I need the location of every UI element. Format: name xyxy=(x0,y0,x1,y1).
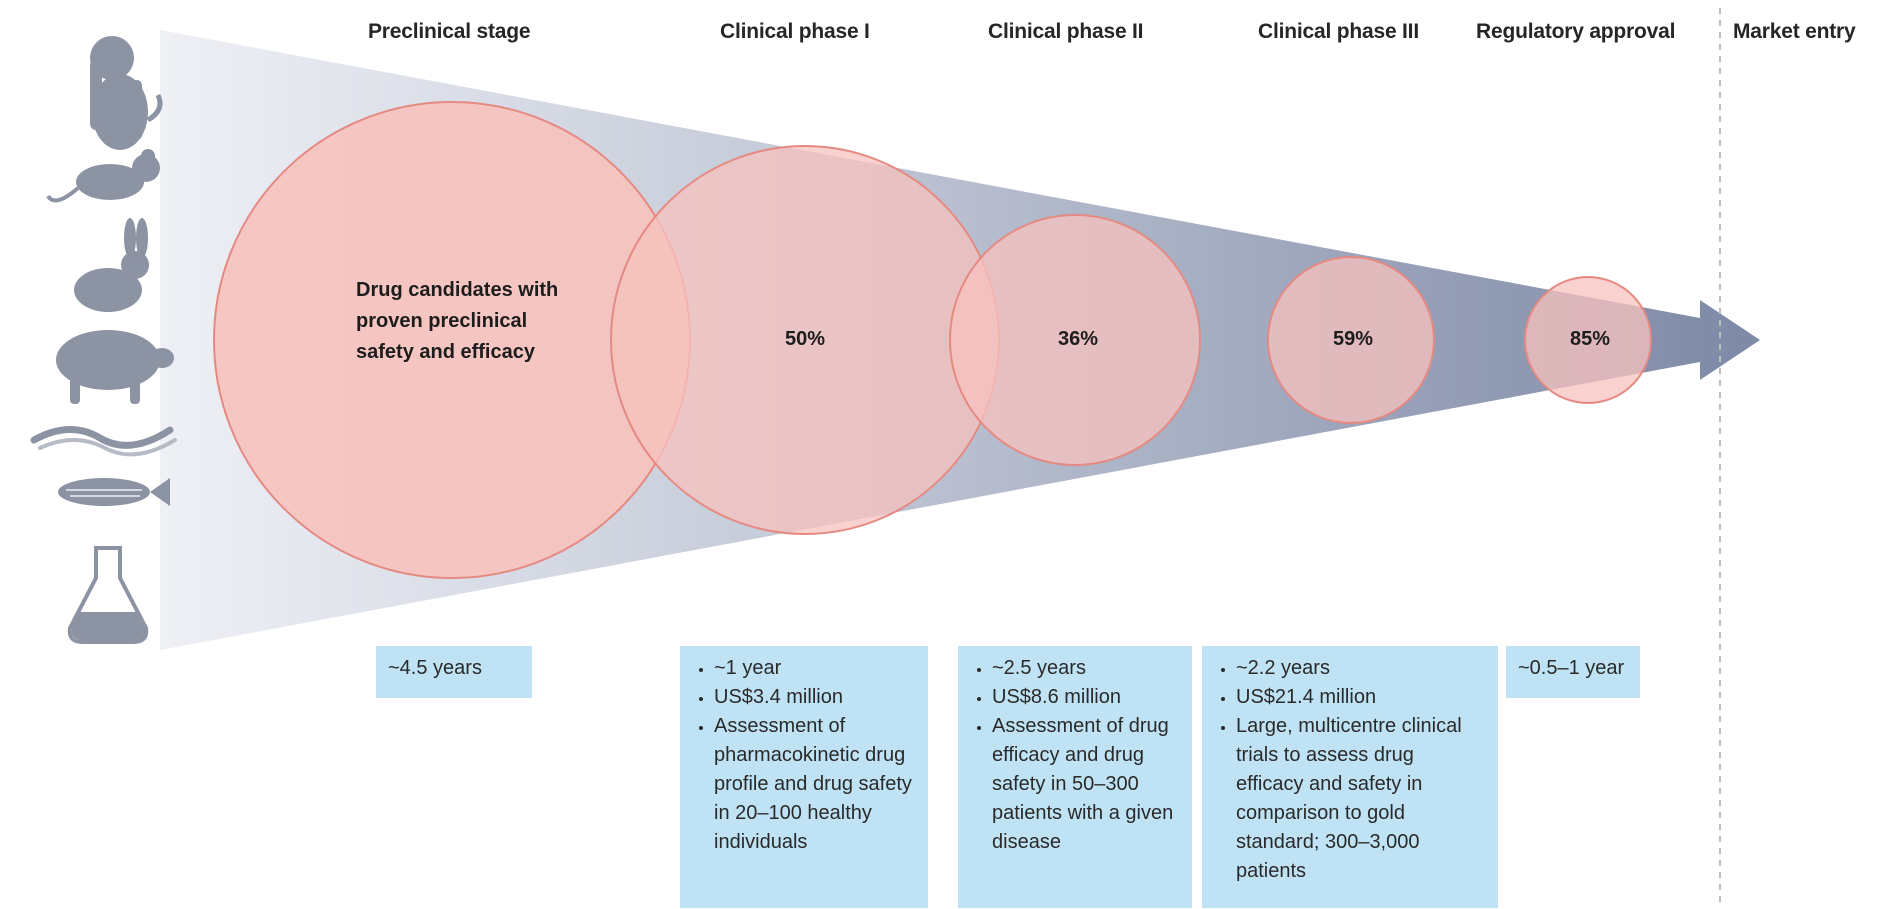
phase1-info-box: ~1 year US$3.4 million Assessment of pha… xyxy=(680,646,928,908)
preclinical-duration: ~4.5 years xyxy=(388,657,482,679)
phase2-description: Assessment of drug efficacy and drug saf… xyxy=(992,712,1180,857)
mouse-icon xyxy=(46,149,160,203)
approval-duration: ~0.5–1 year xyxy=(1518,657,1625,679)
stage-title-phase1: Clinical phase I xyxy=(720,20,870,43)
circle-approval xyxy=(1524,276,1652,404)
phase3-rate-label: 59% xyxy=(1332,328,1374,350)
monkey-icon xyxy=(90,36,163,150)
stage-title-preclinical: Preclinical stage xyxy=(368,20,531,43)
phase3-cost: US$21.4 million xyxy=(1236,683,1486,712)
phase3-duration: ~2.2 years xyxy=(1236,654,1486,683)
phase1-description: Assessment of pharmacokinetic drug profi… xyxy=(714,712,916,857)
worm-icon xyxy=(30,426,177,457)
preclinical-info-box: ~4.5 years xyxy=(376,646,532,698)
phase3-description: Large, multicentre clinical trials to as… xyxy=(1236,712,1486,886)
pig-icon xyxy=(56,330,174,404)
preclinical-circle-label: Drug candidates with proven preclinical … xyxy=(356,279,559,363)
approval-rate-label: 85% xyxy=(1569,328,1611,350)
phase1-rate-label: 50% xyxy=(784,328,826,350)
phase2-duration: ~2.5 years xyxy=(992,654,1180,683)
phase1-duration: ~1 year xyxy=(714,654,916,683)
rabbit-icon xyxy=(74,218,149,312)
stage-title-market-entry: Market entry xyxy=(1733,20,1856,43)
circle-phase2 xyxy=(949,214,1201,466)
flask-icon xyxy=(67,546,149,644)
phase1-cost: US$3.4 million xyxy=(714,683,916,712)
phase2-info-box: ~2.5 years US$8.6 million Assessment of … xyxy=(958,646,1192,908)
phase2-cost: US$8.6 million xyxy=(992,683,1180,712)
approval-info-box: ~0.5–1 year xyxy=(1506,646,1640,698)
phase2-rate-label: 36% xyxy=(1057,328,1099,350)
zebrafish-icon xyxy=(58,478,170,506)
circle-phase3 xyxy=(1267,256,1435,424)
stage-title-approval: Regulatory approval xyxy=(1476,20,1676,43)
stage-title-phase2: Clinical phase II xyxy=(988,20,1144,43)
stage-title-phase3: Clinical phase III xyxy=(1258,20,1419,43)
phase3-info-box: ~2.2 years US$21.4 million Large, multic… xyxy=(1202,646,1498,908)
